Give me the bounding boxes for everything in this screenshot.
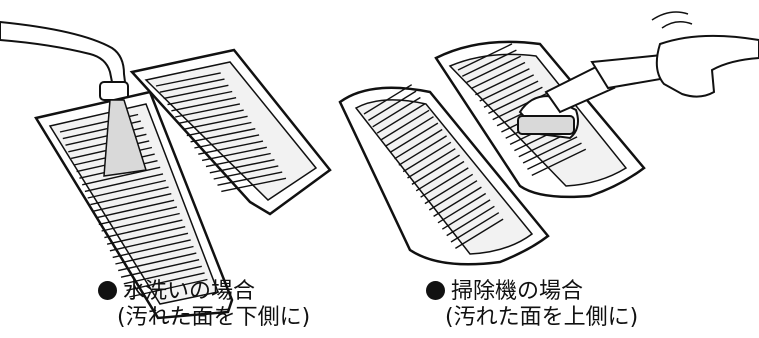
filter-slat	[112, 239, 191, 259]
filter-slat	[109, 232, 189, 252]
vacuum-note: (汚れた面を上側に)	[445, 305, 639, 330]
filter-slat	[446, 205, 495, 237]
filter-slat	[385, 116, 434, 147]
vacuum-illustration	[338, 11, 759, 266]
filter-slat	[98, 206, 178, 226]
water-wash-illustration	[0, 20, 332, 320]
filter-slat	[381, 109, 430, 141]
filter-slat	[155, 72, 221, 87]
filter-slat	[483, 80, 539, 108]
filter-slat	[424, 173, 474, 205]
filter-slat	[123, 265, 202, 285]
filter-slat	[531, 148, 587, 177]
filter-slat	[178, 109, 244, 124]
water-wash-title: 水洗いの場合	[123, 279, 256, 304]
filter-slat	[171, 97, 237, 112]
filter-slat	[159, 78, 225, 93]
filter-slat	[433, 186, 482, 217]
vacuum-title: 掃除機の場合	[451, 279, 584, 304]
vacuum-brush	[517, 64, 616, 140]
filter-slat	[411, 154, 460, 185]
water-wash-caption: 水洗いの場合 (汚れた面を下側に)	[98, 279, 310, 331]
filter-slat	[394, 128, 443, 160]
filter-slat	[167, 90, 233, 106]
filter-slat	[95, 199, 175, 219]
filter-left-back	[129, 48, 332, 216]
filter-slat	[475, 68, 530, 96]
filter-slat	[376, 103, 426, 134]
filter-slat	[522, 136, 578, 164]
filter-slat	[101, 212, 180, 232]
water-wash-note: (汚れた面を下側に)	[117, 305, 311, 330]
filter-slat	[466, 55, 522, 84]
filter-slat	[455, 218, 504, 249]
filter-slat	[118, 252, 197, 272]
bullet-icon	[426, 281, 445, 300]
filter-slat	[115, 245, 194, 265]
filter-slat	[104, 219, 183, 239]
filter-slat	[186, 121, 252, 137]
filter-slat	[93, 193, 172, 212]
filter-slat	[407, 148, 456, 179]
filter-slat	[415, 160, 465, 192]
filter-slat	[126, 272, 205, 292]
filter-slat	[402, 141, 452, 173]
filter-slat	[450, 212, 500, 243]
filter-slat	[182, 115, 248, 131]
filter-slat	[163, 84, 229, 100]
water-spray	[103, 99, 147, 177]
filter-slat	[129, 278, 208, 298]
filter-slat	[84, 173, 164, 193]
filter-slat	[90, 186, 169, 206]
filter-slat	[420, 167, 469, 198]
filter-slat	[461, 49, 517, 77]
filter-slat	[175, 103, 241, 118]
filter-slat	[488, 86, 543, 115]
filter-slat	[527, 142, 582, 170]
filter-slat	[209, 159, 275, 174]
vacuum-caption: 掃除機の場合 (汚れた面を上側に)	[426, 279, 638, 331]
filter-slat	[457, 43, 513, 71]
filter-slat	[363, 84, 413, 115]
filter-slat	[372, 96, 421, 128]
filter-slat	[437, 192, 487, 224]
filter-slat	[82, 166, 161, 186]
filter-slat	[441, 199, 491, 230]
filter-slat	[470, 61, 526, 90]
bullet-icon	[98, 281, 117, 300]
filter-slat	[428, 180, 478, 211]
filter-right-front	[338, 84, 550, 266]
filter-slat	[120, 259, 200, 278]
filter-slat	[221, 177, 287, 193]
filter-slat	[87, 179, 166, 199]
filter-slat	[194, 134, 260, 149]
filter-slat	[190, 128, 256, 143]
hand	[655, 34, 759, 98]
filter-slat	[389, 122, 439, 153]
filter-left-front	[34, 90, 234, 320]
filter-slat	[201, 146, 267, 162]
filter-slat	[205, 152, 271, 168]
motion-lines	[651, 11, 693, 29]
filter-slat	[217, 171, 283, 186]
filter-slat	[398, 135, 447, 166]
filter-slat	[479, 74, 535, 102]
filter-slat	[213, 165, 279, 180]
filter-slat	[368, 90, 417, 121]
filter-slat	[198, 140, 264, 155]
filter-slat	[106, 226, 186, 245]
